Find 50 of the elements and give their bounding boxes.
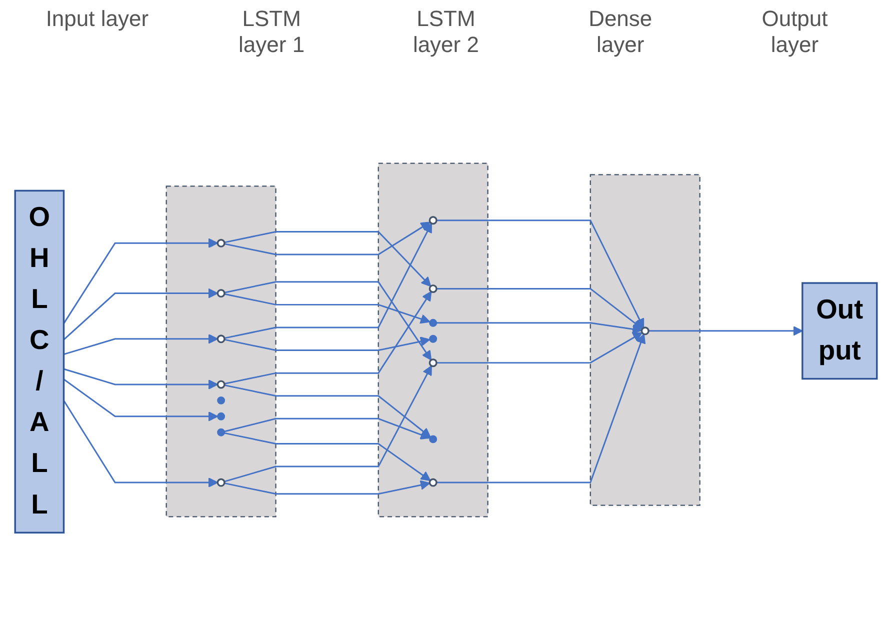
node-box: O H L C / A L L [14, 189, 65, 534]
cluster [378, 162, 488, 517]
node-circle [428, 284, 438, 292]
node-circle [216, 334, 226, 343]
node-circle [216, 478, 226, 486]
cluster [590, 174, 700, 506]
arrow [224, 230, 432, 286]
arrow [224, 290, 432, 384]
node-circle [216, 238, 226, 247]
arrow [224, 432, 431, 480]
arrow [224, 280, 432, 360]
arrow [224, 384, 431, 438]
layer-heading: Output layer [760, 6, 829, 59]
node-circle [640, 326, 650, 335]
layer-heading: Dense layer [588, 6, 654, 59]
layer-heading: LSTM layer 2 [412, 6, 480, 59]
node-circle [429, 434, 438, 443]
node-circle [428, 216, 438, 224]
arrow [63, 288, 218, 340]
arrow [224, 364, 432, 482]
node-circle [217, 428, 226, 436]
node-circle [217, 396, 226, 404]
arrow [224, 292, 430, 324]
arrow [436, 333, 646, 483]
node-circle [429, 318, 438, 326]
node-box: Out put [802, 282, 878, 380]
node-circle [428, 358, 438, 367]
node-circle [428, 478, 438, 486]
arrow [224, 336, 430, 351]
arrow [436, 219, 644, 328]
arrow [436, 322, 642, 334]
arrow [63, 378, 218, 421]
arrow [224, 222, 432, 338]
cluster [166, 185, 276, 517]
arrow [648, 325, 803, 336]
arrow [64, 368, 218, 389]
arrow [63, 238, 218, 324]
arrow [224, 480, 430, 494]
layer-heading: Input layer [44, 6, 150, 33]
arrow [64, 333, 218, 355]
arrow [436, 332, 643, 364]
arrow [224, 221, 431, 255]
arrow [224, 417, 430, 440]
node-circle [429, 334, 438, 342]
node-circle [217, 412, 226, 420]
layer-heading: LSTM layer 1 [238, 6, 306, 59]
node-circle [216, 380, 226, 388]
node-circle [216, 288, 226, 298]
arrow [436, 287, 643, 329]
arrow [63, 400, 218, 488]
